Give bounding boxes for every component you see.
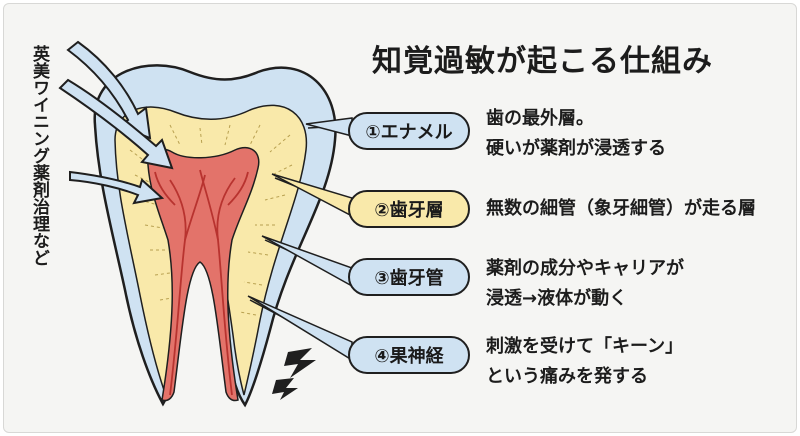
desc-enamel: 歯の最外層。 硬いが薬剤が浸透する xyxy=(486,104,666,164)
desc-tubule-line1: 薬剤の成分やキャリアが xyxy=(486,258,684,279)
label-dentinal-tubule: ③歯牙管 xyxy=(348,258,470,296)
desc-dentinal-tubule: 薬剤の成分やキャリアが 浸透→液体が動く xyxy=(486,254,684,314)
label-nerve: ④果神経 xyxy=(348,336,470,374)
desc-enamel-line1: 歯の最外層。 xyxy=(486,108,594,129)
desc-enamel-line2: 硬いが薬剤が浸透する xyxy=(486,138,666,159)
nerve-lines xyxy=(154,169,249,396)
lightning-icon xyxy=(272,348,316,400)
diagram-title: 知覚過敏が起こる仕組み xyxy=(372,44,713,79)
desc-nerve: 刺激を受けて「キーン」 という痛みを発する xyxy=(486,332,683,392)
desc-nerve-line1: 刺激を受けて「キーン」 xyxy=(486,336,684,357)
label-enamel: ①エナメル xyxy=(348,112,470,150)
side-label: 英美ワイニング薬剤治理など xyxy=(29,45,49,266)
arrow-icon xyxy=(58,40,174,205)
desc-dentin: 無数の細管（象牙細管）が走る層 xyxy=(486,194,756,224)
label-dentin: ②歯牙層 xyxy=(348,190,470,228)
desc-nerve-line2: という痛みを発する xyxy=(486,366,648,387)
leader-wedges xyxy=(247,117,353,362)
desc-dentin-line1: 無数の細管（象牙細管）が走る層 xyxy=(486,198,756,219)
desc-tubule-line2: 浸透→液体が動く xyxy=(486,288,628,309)
